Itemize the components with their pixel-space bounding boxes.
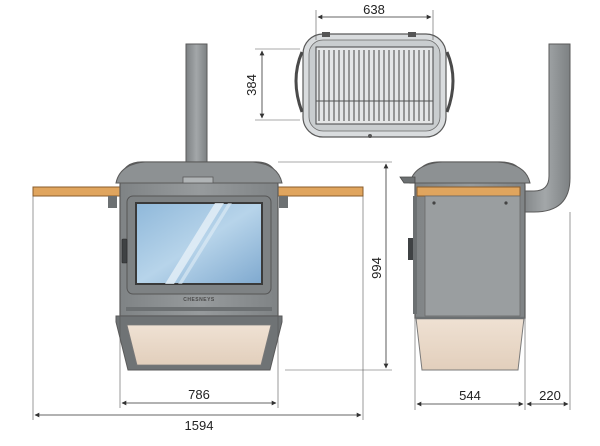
side-door-hinge <box>408 238 413 260</box>
front-flue-pipe <box>185 43 208 167</box>
top-view <box>294 32 455 138</box>
dimension-top-depth: 384 <box>244 48 300 121</box>
dimension-top-width: 638 <box>315 2 434 40</box>
side-base-panel <box>415 317 525 371</box>
top-knob <box>368 134 372 138</box>
dimension-height: 994 <box>278 161 392 371</box>
dimension-flue-offset: 220 <box>526 212 571 410</box>
left-handle <box>294 51 304 113</box>
dim-label-638: 638 <box>363 2 385 17</box>
front-view: CHESNEYS <box>32 43 364 371</box>
front-ash-ledge <box>126 307 272 311</box>
side-view <box>399 43 571 371</box>
side-flue-pipe <box>519 43 571 213</box>
side-bolt-1 <box>432 201 436 205</box>
glass-reflection <box>165 203 224 284</box>
front-base-panel <box>126 324 272 366</box>
dim-label-786: 786 <box>188 387 210 402</box>
top-grip-right <box>408 32 416 37</box>
side-panel <box>424 195 521 317</box>
front-top-vent <box>182 176 214 184</box>
dim-label-994: 994 <box>369 257 384 279</box>
dim-label-384: 384 <box>244 74 259 96</box>
right-shelf-bracket <box>279 196 288 208</box>
left-shelf-bracket <box>108 196 117 208</box>
side-front-handle <box>399 176 416 184</box>
right-handle <box>445 51 455 113</box>
left-shelf <box>32 186 121 197</box>
side-top-cap <box>409 161 531 184</box>
side-shelf <box>416 186 521 197</box>
dim-label-544: 544 <box>459 388 481 403</box>
dim-label-1594: 1594 <box>185 418 214 433</box>
front-top-cap <box>115 161 283 184</box>
dimension-front-body: 786 <box>119 316 279 408</box>
dim-label-220: 220 <box>539 388 561 403</box>
side-bolt-2 <box>504 201 508 205</box>
glass-reflection-2 <box>178 203 232 284</box>
grill-bars <box>318 50 430 121</box>
door-handle <box>121 238 128 264</box>
brand-plate: CHESNEYS <box>183 297 215 303</box>
dimension-overall: 1594 <box>32 196 364 433</box>
dimension-side-depth: 544 <box>414 318 526 410</box>
side-door-edge <box>413 196 417 314</box>
right-shelf <box>277 186 364 197</box>
top-grip-left <box>322 32 330 37</box>
